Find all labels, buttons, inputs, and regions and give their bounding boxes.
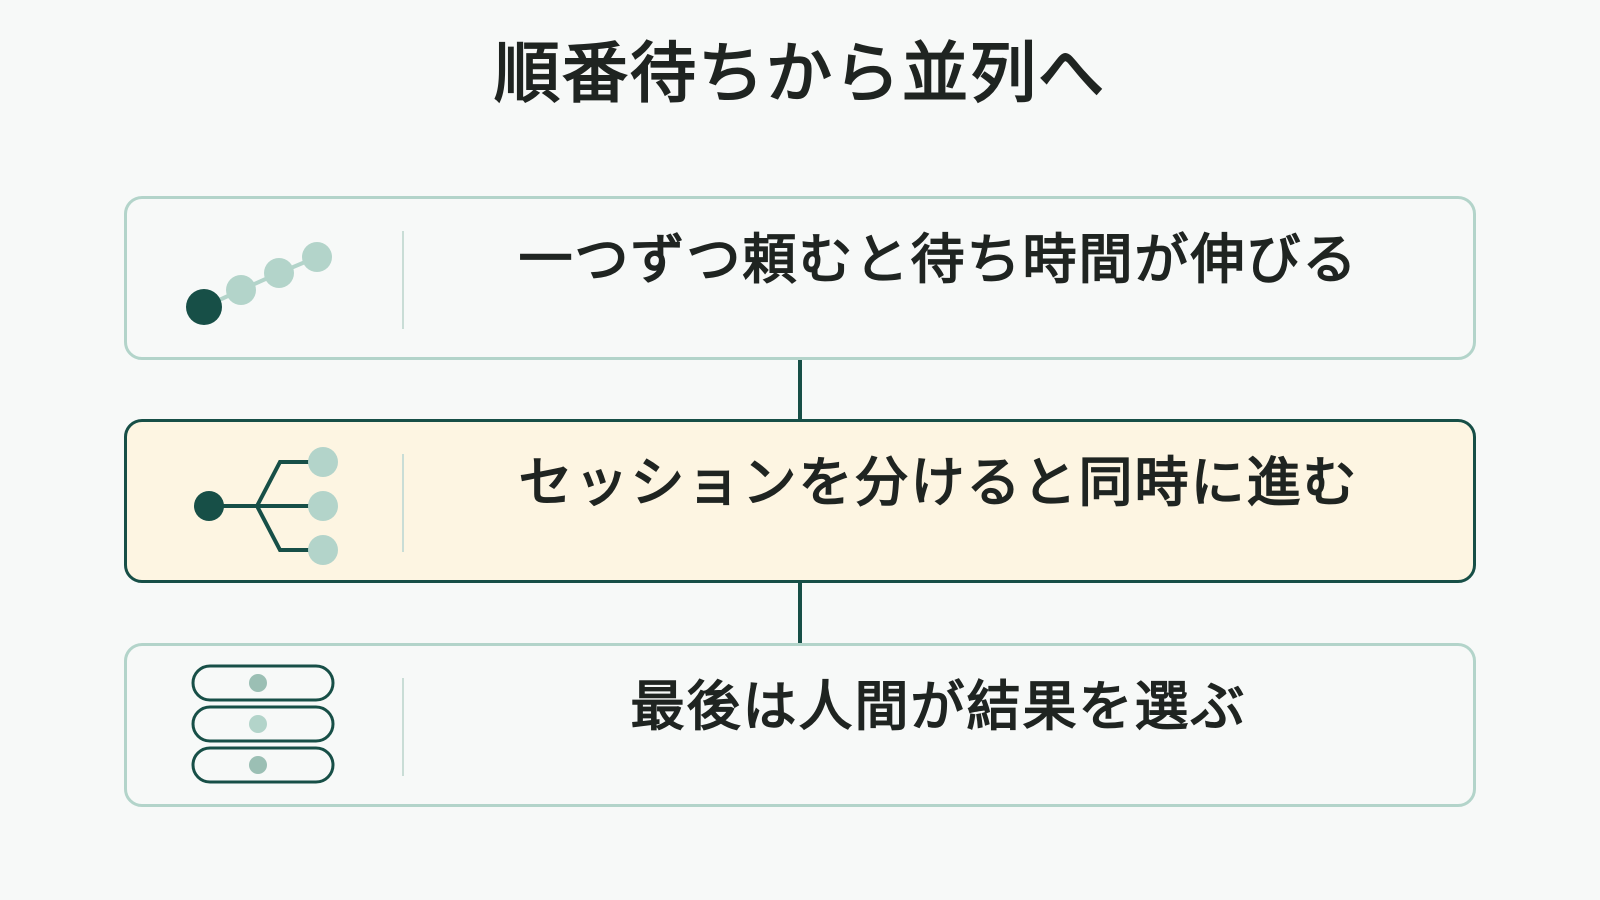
card-divider <box>402 678 404 776</box>
step-label: セッションを分けると同時に進む <box>518 449 1359 514</box>
step-label: 一つずつ頼むと待ち時間が伸びる <box>518 226 1359 291</box>
step-card-parallel: セッションを分けると同時に進む <box>124 419 1476 583</box>
card-divider <box>402 231 404 329</box>
card-divider <box>402 454 404 552</box>
sequential-dots-icon <box>186 242 332 325</box>
branching-tree-icon <box>194 447 338 565</box>
stacked-options-icon <box>191 664 335 784</box>
flow-connector <box>798 360 802 419</box>
flow-connector <box>798 583 802 643</box>
step-label: 最後は人間が結果を選ぶ <box>630 673 1247 738</box>
page-title: 順番待ちから並列へ <box>494 34 1106 112</box>
step-card-sequential: 一つずつ頼むと待ち時間が伸びる <box>124 196 1476 360</box>
step-card-selection: 最後は人間が結果を選ぶ <box>124 643 1476 807</box>
